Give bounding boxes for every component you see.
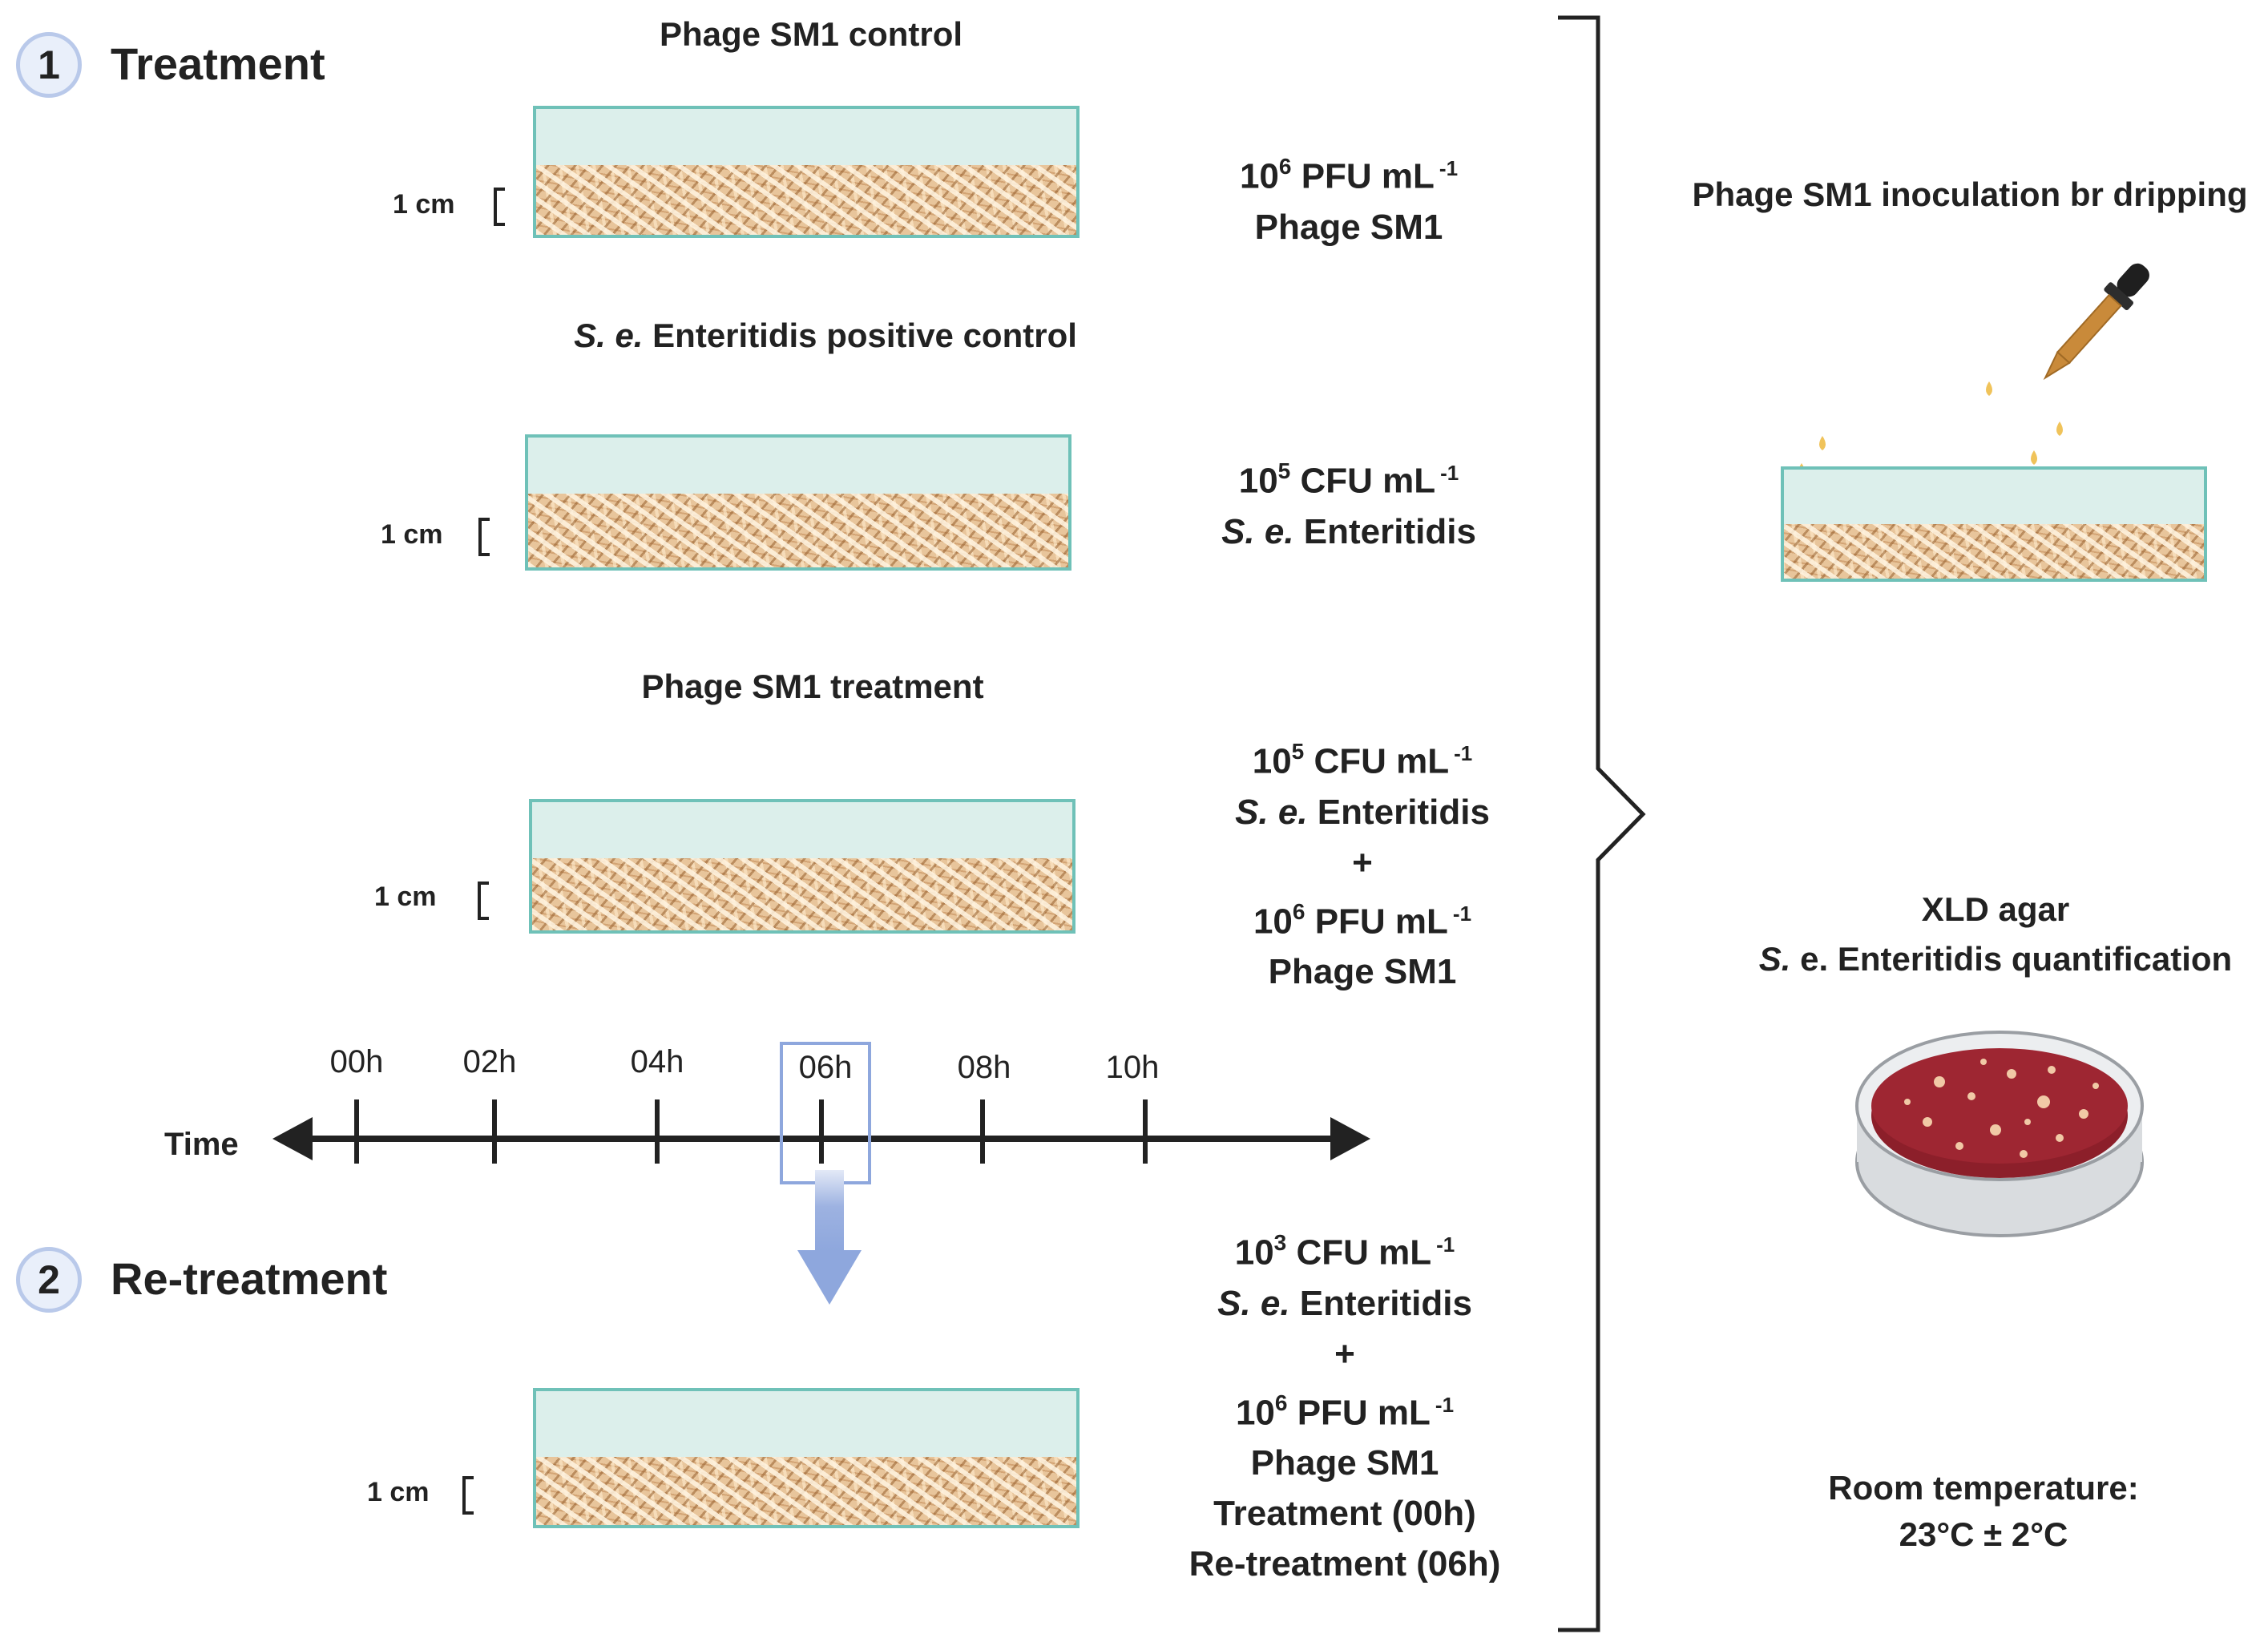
group-phage-treatment-conditions: 105 CFU mL-1 S. e. Enteritidis + 106 PFU…: [1235, 728, 1490, 997]
temperature-title: Room temperature:: [1828, 1469, 2139, 1507]
wood-shavings-layer: [532, 858, 1072, 930]
scale-label-1: 1 cm: [393, 189, 455, 220]
timeline-tick-label: 06h: [798, 1050, 853, 1085]
scale-bracket-3: [478, 882, 489, 920]
treatment-heading: Treatment: [111, 38, 325, 89]
condition-line: Phage SM1: [1250, 1443, 1439, 1483]
liquid-layer: [536, 1391, 1076, 1463]
timeline-tick-label: 04h: [630, 1044, 684, 1079]
scale-bracket-1: [494, 188, 505, 226]
timeline-tick-label: 08h: [957, 1050, 1011, 1085]
condition-line: 106 PFU mL-1: [1239, 154, 1459, 196]
step-1-badge: 1: [16, 32, 82, 98]
condition-line: +: [1334, 1333, 1355, 1374]
grouping-brace: [1558, 15, 1646, 1632]
retreatment-heading: Re-treatment: [111, 1253, 388, 1304]
retreatment-conditions: 103 CFU mL-1 S. e. Enteritidis + 106 PFU…: [1189, 1219, 1501, 1589]
condition-line: 106 PFU mL-1: [1253, 898, 1472, 942]
timeline-tick: [492, 1099, 497, 1164]
wood-shavings-layer: [528, 494, 1068, 567]
step-1-number: 1: [38, 42, 60, 87]
liquid-layer: [532, 802, 1072, 865]
liquid-layer: [536, 109, 1076, 171]
condition-line: 106 PFU mL-1: [1235, 1390, 1455, 1433]
scale-label-4: 1 cm: [367, 1477, 430, 1507]
timeline-tick: [980, 1099, 985, 1164]
bedding-container-positive-control: [525, 434, 1071, 571]
group-positive-control-title: S. e. Enteritidis positive control: [574, 317, 1077, 354]
agar-subtitle: S. e. Enteritidis quantification: [1758, 940, 2233, 978]
condition-line: 105 CFU mL-1: [1252, 739, 1473, 781]
group-positive-control-conditions: 105 CFU mL-1 S. e. Enteritidis: [1221, 447, 1476, 557]
condition-line: S. e. Enteritidis: [1217, 1283, 1472, 1323]
agar-title: XLD agar: [1921, 890, 2070, 928]
bedding-container-retreatment: [533, 1388, 1080, 1528]
condition-line: Treatment (00h): [1213, 1494, 1476, 1534]
timeline-tick-label: 02h: [462, 1044, 517, 1079]
timeline-tick: [819, 1099, 824, 1164]
group-phage-treatment-title: Phage SM1 treatment: [641, 668, 984, 705]
timeline-label: Time: [164, 1127, 239, 1162]
liquid-layer: [1784, 470, 2204, 531]
scale-label-3: 1 cm: [374, 882, 437, 912]
timeline-tick: [1143, 1099, 1148, 1164]
timeline-tick-label: 00h: [329, 1044, 384, 1079]
dropper-icon: [2043, 263, 2149, 381]
group-phage-control-conditions: 106 PFU mL-1 Phage SM1: [1240, 143, 1458, 252]
step-2-number: 2: [38, 1257, 60, 1302]
scale-bracket-2: [478, 518, 490, 556]
wood-shavings-layer: [1784, 524, 2204, 579]
timeline-tick-label: 10h: [1105, 1050, 1160, 1085]
temperature-value: 23°C ± 2°C: [1899, 1515, 2068, 1553]
group-phage-control-title: Phage SM1 control: [659, 15, 963, 53]
wood-shavings-layer: [536, 1457, 1076, 1525]
wood-shavings-layer: [536, 165, 1076, 235]
inoculation-title: Phage SM1 inoculation br dripping: [1692, 176, 2248, 213]
scale-label-2: 1 cm: [381, 519, 443, 550]
petri-dish-icon: [1855, 1031, 2144, 1237]
condition-line: 105 CFU mL-1: [1238, 458, 1459, 501]
scale-bracket-4: [462, 1476, 474, 1515]
bedding-container-phage-control: [533, 106, 1080, 238]
condition-line: S. e. Enteritidis: [1221, 511, 1476, 551]
condition-line: +: [1352, 842, 1373, 882]
condition-line: Phage SM1: [1254, 207, 1443, 247]
retreatment-time-highlight: [780, 1042, 871, 1184]
condition-line: 103 CFU mL-1: [1234, 1230, 1455, 1273]
condition-line: S. e. Enteritidis: [1235, 792, 1490, 832]
retreatment-down-arrow: [797, 1170, 862, 1305]
step-2-badge: 2: [16, 1247, 82, 1313]
condition-line: Phage SM1: [1268, 952, 1457, 992]
bedding-container-phage-treatment: [529, 799, 1075, 934]
liquid-layer: [528, 438, 1068, 500]
timeline-tick: [354, 1099, 359, 1164]
condition-line: Re-treatment (06h): [1188, 1544, 1501, 1584]
bedding-container-inoculation: [1781, 466, 2207, 582]
timeline-tick: [655, 1099, 660, 1164]
